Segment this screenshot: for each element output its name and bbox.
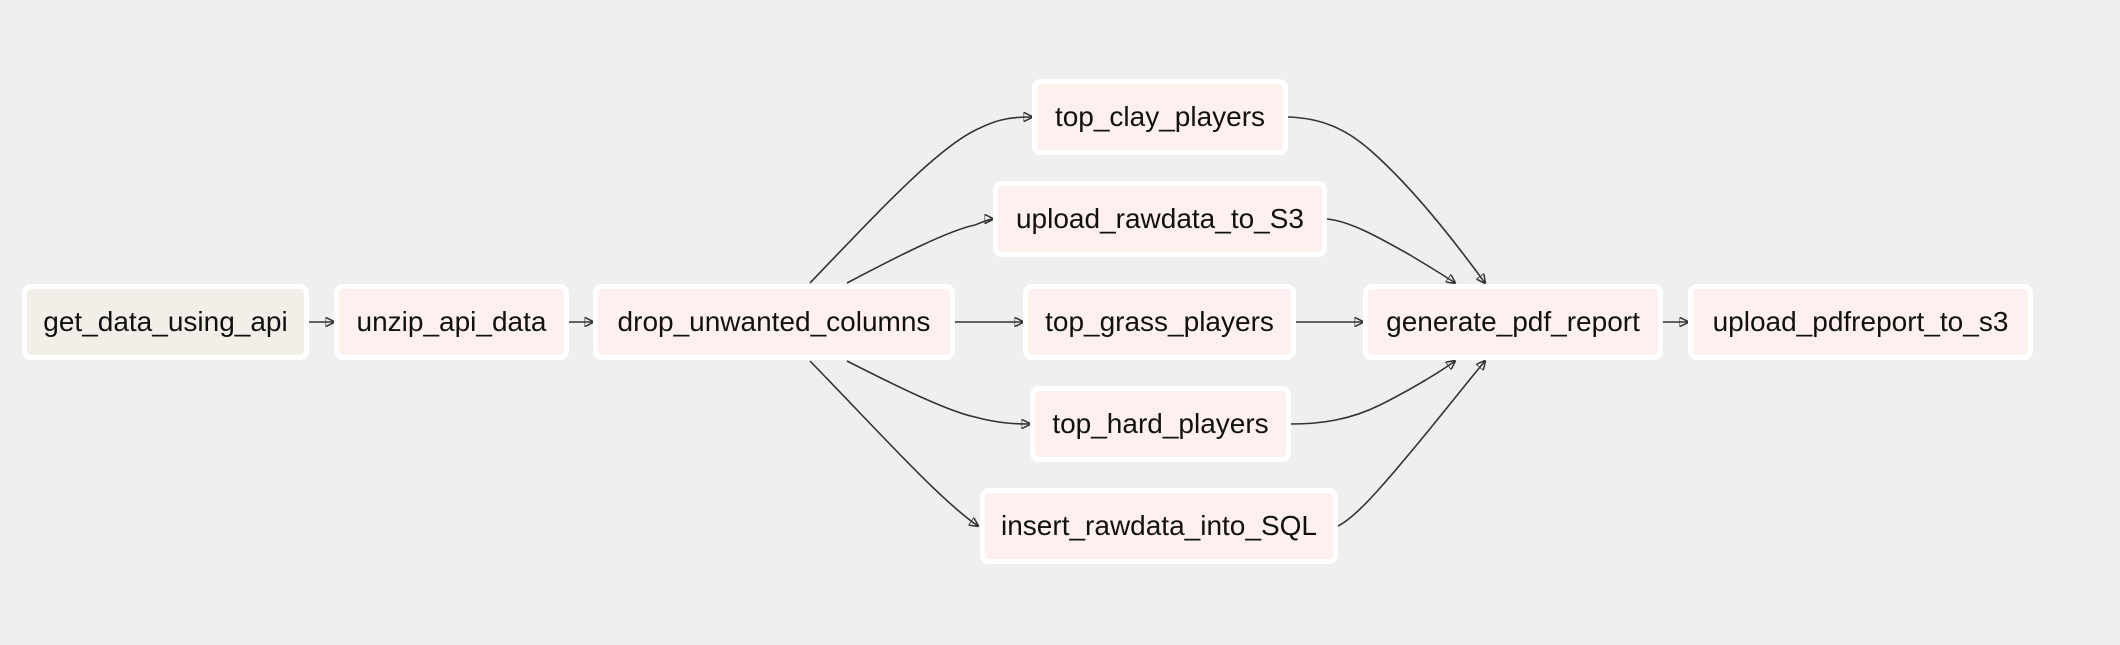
task-label: generate_pdf_report	[1386, 306, 1640, 337]
task-label: get_data_using_api	[43, 306, 288, 337]
task-top-grass-players[interactable]: top_grass_players	[1023, 284, 1296, 360]
task-unzip-api-data[interactable]: unzip_api_data	[334, 284, 569, 360]
task-upload-rawdata-to-s3[interactable]: upload_rawdata_to_S3	[993, 181, 1327, 257]
edge-drop-columns-to-insert-rawdata	[809, 360, 978, 526]
edge-top-clay-to-generate-report	[1287, 116, 1485, 283]
task-label: upload_rawdata_to_S3	[1015, 203, 1304, 234]
edge-top-hard-to-generate-report	[1290, 361, 1455, 425]
task-top-hard-players[interactable]: top_hard_players	[1030, 386, 1291, 462]
edge-drop-columns-to-top-hard	[846, 360, 1030, 424]
task-top-clay-players[interactable]: top_clay_players	[1032, 79, 1288, 155]
task-upload-pdfreport-to-s3[interactable]: upload_pdfreport_to_s3	[1688, 284, 2033, 360]
task-insert-rawdata-into-sql[interactable]: insert_rawdata_into_SQL	[980, 488, 1338, 564]
edge-drop-columns-to-upload-rawdata	[846, 219, 993, 284]
task-label: top_hard_players	[1052, 408, 1269, 439]
task-label: drop_unwanted_columns	[617, 306, 931, 337]
edge-upload-rawdata-to-generate-report	[1326, 218, 1455, 283]
task-label: insert_rawdata_into_SQL	[1001, 510, 1317, 541]
task-get-data-using-api[interactable]: get_data_using_api	[22, 284, 309, 360]
edge-insert-rawdata-to-generate-report	[1337, 361, 1485, 527]
task-drop-unwanted-columns[interactable]: drop_unwanted_columns	[593, 284, 955, 360]
task-generate-pdf-report[interactable]: generate_pdf_report	[1363, 284, 1663, 360]
edge-drop-columns-to-top-clay	[809, 117, 1032, 284]
task-label: unzip_api_data	[356, 306, 547, 337]
task-label: top_clay_players	[1054, 101, 1266, 132]
task-label: upload_pdfreport_to_s3	[1712, 306, 2009, 337]
task-label: top_grass_players	[1045, 306, 1274, 337]
